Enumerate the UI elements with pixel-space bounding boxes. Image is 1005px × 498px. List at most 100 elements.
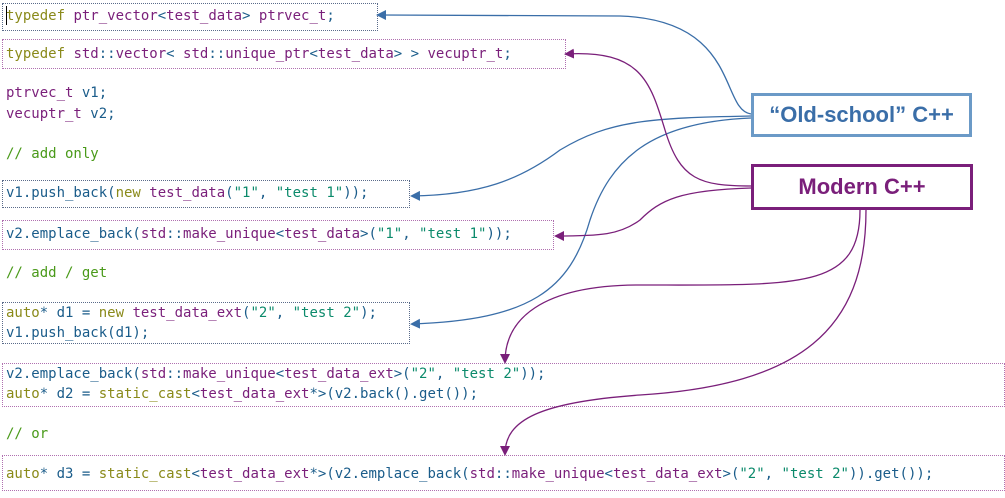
code-token: std: [140, 366, 167, 382]
code-token: (: [242, 305, 251, 321]
code-token: make_unique: [183, 366, 276, 382]
arrow-modern-to-d3: [500, 209, 867, 456]
code-token: unique_ptr: [225, 46, 310, 62]
code-token: <: [275, 226, 285, 242]
code-line-d2-cast: auto* d2 = static_cast<test_data_ext*>(v…: [6, 384, 478, 404]
code-line-decl-v2: vecuptr_t v2;: [6, 104, 116, 124]
code-line-v2-emplace-ext: v2.emplace_back(std::make_unique<test_da…: [6, 364, 546, 384]
code-token: * d1 =: [39, 305, 99, 321]
code-token: typedef: [6, 8, 74, 24]
code-token: ;: [503, 46, 512, 62]
code-token: v2;: [90, 106, 116, 122]
arrow-modern-to-emplace: [554, 187, 752, 241]
code-token: "2": [739, 466, 765, 482]
code-token: ,: [275, 305, 293, 321]
code-token: <: [157, 8, 167, 24]
code-token: v1;: [81, 85, 108, 101]
arrow-old-to-typedef: [376, 10, 752, 115]
code-token: test_data_ext: [199, 466, 310, 482]
code-token: ));: [343, 185, 369, 201]
code-token: test_data_ext: [284, 366, 394, 382]
arrow-modern-to-typedef: [564, 48, 752, 187]
code-token: std: [140, 226, 167, 242]
code-token: ::: [208, 46, 226, 62]
code-token: "test 2": [452, 366, 521, 382]
code-token: test_data: [149, 185, 226, 201]
code-line-v1-push-d1: v1.push_back(d1);: [6, 323, 149, 343]
code-token: *>(v2.emplace_back(: [309, 466, 470, 482]
code-token: ,: [258, 185, 276, 201]
code-token: test_data: [284, 226, 361, 242]
code-token: auto: [6, 466, 40, 482]
code-token: // add / get: [6, 265, 108, 281]
code-token: );: [360, 305, 377, 321]
code-token: ));: [486, 226, 512, 242]
box-v2-emplace-back: [2, 220, 554, 250]
text-cursor: [6, 6, 7, 25]
code-token: // or: [6, 426, 49, 442]
code-token: vecuptr_t: [6, 106, 91, 122]
code-token: "test 1": [419, 226, 487, 242]
code-line-v2-emplace: v2.emplace_back(std::make_unique<test_da…: [6, 224, 512, 244]
code-line-v1-push: v1.push_back(new test_data("1", "test 1"…: [6, 183, 368, 203]
code-token: ,: [435, 366, 453, 382]
code-token: "2": [410, 366, 436, 382]
code-token: v2.emplace_back(: [6, 226, 141, 242]
code-token: "test 2": [292, 305, 361, 321]
code-token: * d3 =: [39, 466, 99, 482]
code-token: <: [309, 46, 318, 62]
code-token: test_data_ext: [612, 466, 723, 482]
code-line-typedef-ptrvec: typedef ptr_vector<test_data> ptrvec_t;: [6, 6, 335, 26]
code-token: ptrvec_t: [258, 8, 327, 24]
code-token: v1.push_back(d1);: [6, 325, 150, 341]
code-token: std: [469, 466, 495, 482]
box-d1-new: [2, 302, 410, 344]
code-line-d3-cast: auto* d3 = static_cast<test_data_ext*>(v…: [6, 464, 933, 484]
code-token: std: [73, 46, 99, 62]
code-token: )).get());: [848, 466, 934, 482]
code-token: "1": [376, 226, 403, 242]
code-token: test_data_ext: [199, 386, 310, 402]
code-token: vector: [115, 46, 167, 62]
box-v1-push-back: [2, 180, 410, 208]
code-token: new: [115, 185, 150, 201]
code-token: ptrvec_t: [6, 85, 82, 101]
code-token: > >: [393, 46, 428, 62]
modern-cpp-label: Modern C++: [751, 164, 973, 210]
code-token: typedef: [6, 46, 74, 62]
code-token: auto: [6, 386, 40, 402]
code-token: "2": [250, 305, 276, 321]
code-token: auto: [6, 305, 40, 321]
code-token: <: [275, 366, 285, 382]
code-token: >(: [360, 226, 377, 242]
code-token: static_cast: [98, 386, 192, 402]
code-token: ,: [402, 226, 420, 242]
code-token: ::: [166, 226, 184, 242]
code-token: ));: [520, 366, 546, 382]
code-token: <: [166, 46, 184, 62]
code-token: * d2 =: [39, 386, 99, 402]
code-token: vecuptr_t: [427, 46, 504, 62]
code-token: ,: [764, 466, 782, 482]
code-token: "1": [233, 185, 259, 201]
code-token: test_data: [317, 46, 394, 62]
code-token: make_unique: [511, 466, 605, 482]
code-token: test_data_ext: [132, 305, 243, 321]
code-token: static_cast: [98, 466, 192, 482]
arrow-old-to-d1: [410, 117, 752, 329]
code-token: v1.push_back(: [6, 185, 116, 201]
code-token: *>(v2.back().get());: [309, 386, 479, 402]
code-token: (: [225, 185, 234, 201]
code-token: v2.emplace_back(: [6, 366, 141, 382]
code-token: ::: [494, 466, 512, 482]
code-token: <: [191, 466, 200, 482]
old-school-cpp-label: “Old-school” C++: [751, 93, 972, 137]
code-token: ;: [326, 8, 335, 24]
code-token: >: [242, 8, 259, 24]
code-line-d1-new: auto* d1 = new test_data_ext("2", "test …: [6, 303, 377, 323]
code-token: // add only: [6, 146, 99, 162]
code-line-typedef-vecuptr: typedef std::vector< std::unique_ptr<tes…: [6, 44, 512, 64]
arrow-modern-to-d2: [500, 209, 861, 364]
arrow-old-to-push: [410, 115, 752, 201]
code-token: test_data: [166, 8, 243, 24]
